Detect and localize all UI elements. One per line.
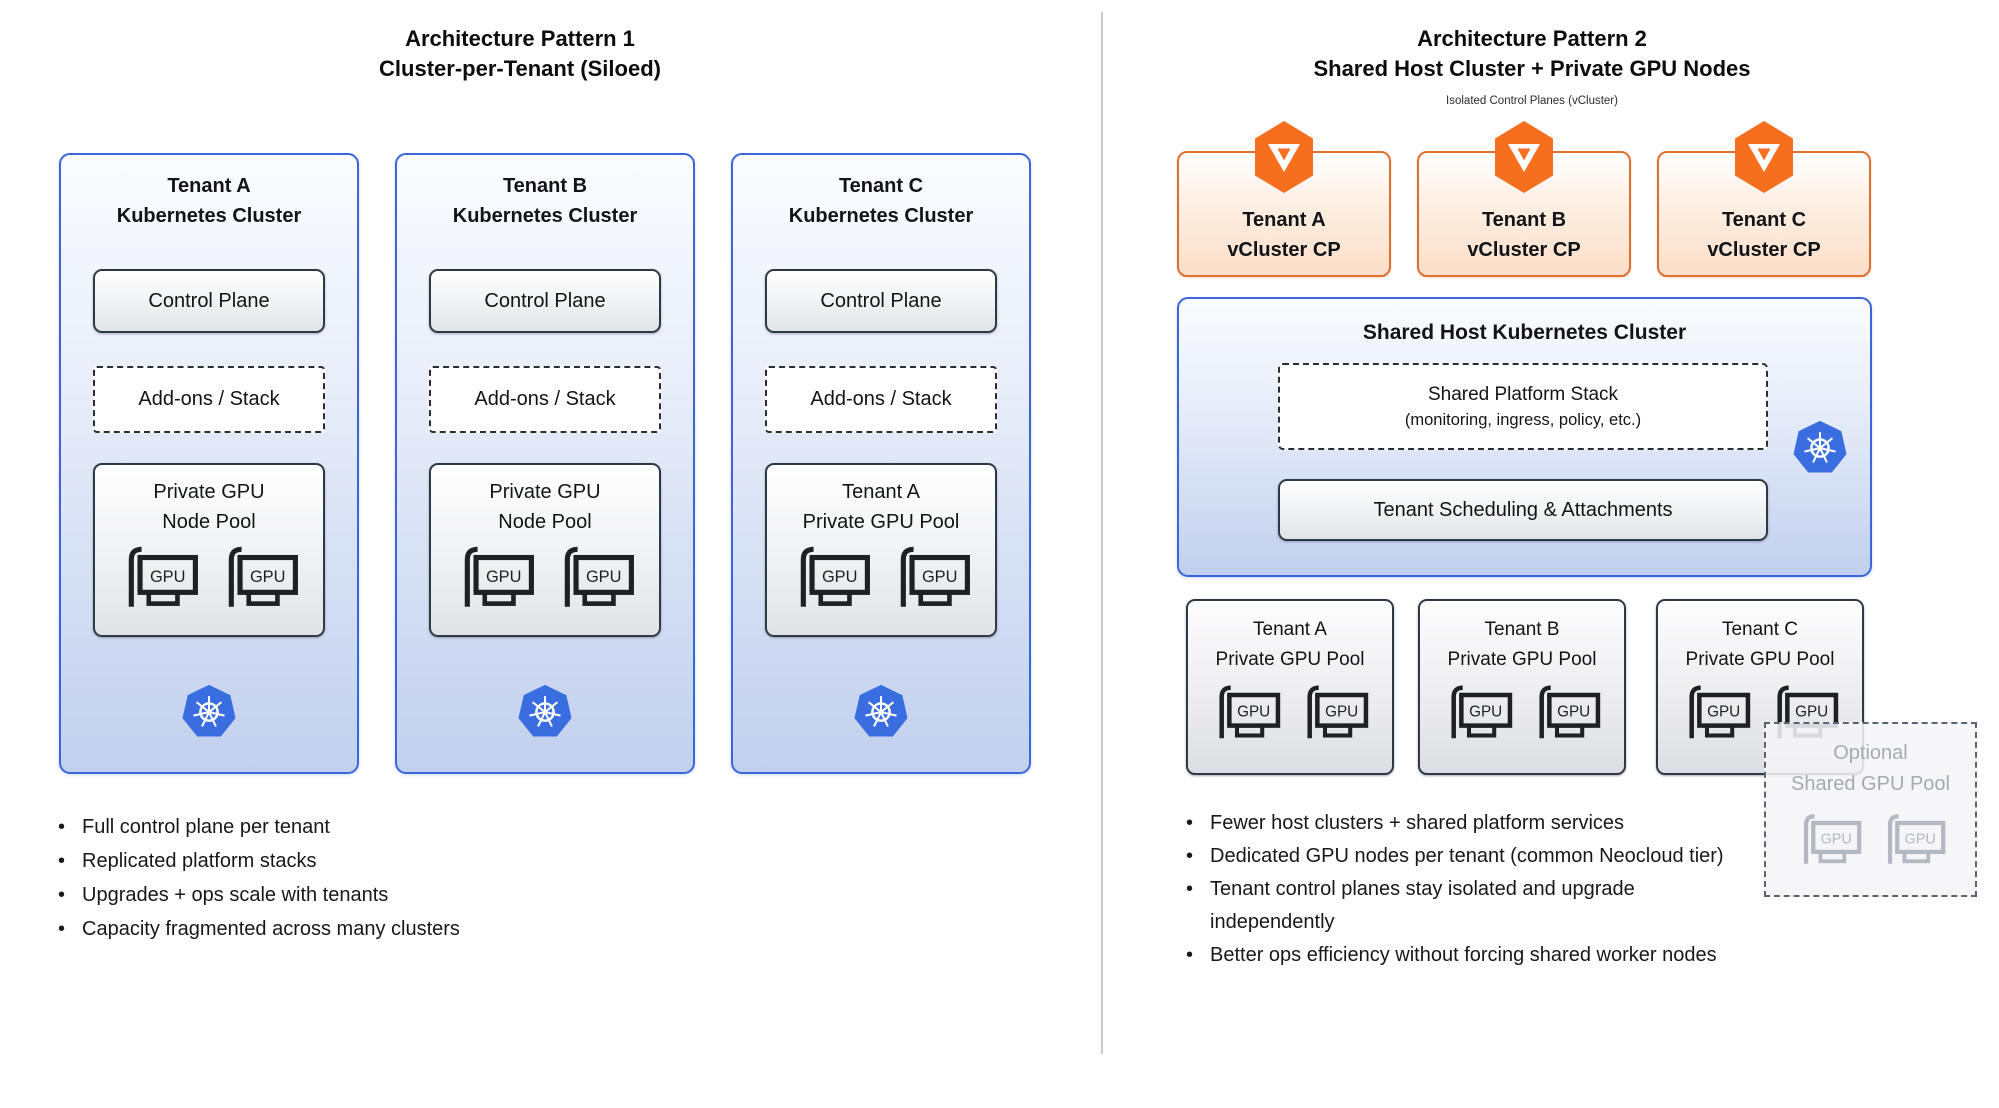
tenant-b-vcluster-box: Tenant B vCluster CP — [1417, 121, 1631, 277]
pool-title: Tenant A Private GPU Pool — [802, 481, 960, 533]
bullet-dot: • — [1186, 944, 1194, 966]
list-item: •Fewer host clusters + shared platform s… — [1186, 807, 1746, 840]
shared-platform-stack-box: Shared Platform Stack (monitoring, ingre… — [1278, 363, 1768, 450]
tenant-c-gpu-pool-box: Tenant C Private GPU Pool GPU GPU — [1656, 599, 1864, 775]
gpu-card-icon: GPU — [554, 545, 636, 611]
tenant-a-cluster-box: Tenant A Kubernetes Cluster Control Plan… — [59, 153, 359, 774]
left-title-line1: Architecture Pattern 1 — [405, 26, 635, 51]
pool-title: Private GPU Node Pool — [153, 481, 265, 533]
tenant-c-cluster-box: Tenant C Kubernetes Cluster Control Plan… — [731, 153, 1031, 774]
svg-text:GPU: GPU — [822, 568, 858, 586]
right-title-line2: Shared Host Cluster + Private GPU Nodes — [1313, 56, 1751, 81]
private-gpu-pool-box: Tenant A Private GPU Pool GPU GPU — [765, 463, 997, 637]
list-item: •Upgrades + ops scale with tenants — [58, 878, 618, 912]
list-item: •Full control plane per tenant — [58, 810, 618, 844]
list-item: •Dedicated GPU nodes per tenant (common … — [1186, 840, 1746, 873]
svg-text:GPU: GPU — [150, 568, 186, 586]
cluster-title: Tenant A Kubernetes Cluster — [116, 175, 302, 227]
control-plane-box: Control Plane — [93, 269, 325, 333]
tenant-a-vcluster-box: Tenant A vCluster CP — [1177, 121, 1391, 277]
list-item: •Replicated platform stacks — [58, 844, 618, 878]
svg-text:GPU: GPU — [586, 568, 622, 586]
kubernetes-icon — [518, 684, 572, 737]
shared-host-cluster-box: Shared Host Kubernetes Cluster Shared Pl… — [1177, 297, 1872, 577]
gpu-card-icon: GPU — [454, 545, 536, 611]
gpu-card-icon: GPU — [1530, 683, 1602, 743]
svg-text:GPU: GPU — [1469, 704, 1502, 721]
addons-stack-box: Add-ons / Stack — [93, 366, 325, 433]
vertical-divider — [1101, 12, 1103, 1054]
bullet-dot: • — [58, 850, 66, 872]
left-title-line2: Cluster-per-Tenant (Siloed) — [379, 56, 661, 81]
vcluster-icon — [1495, 121, 1553, 193]
bullet-dot: • — [1186, 845, 1194, 867]
svg-text:GPU: GPU — [1820, 831, 1851, 847]
gpu-card-icon: GPU — [118, 545, 200, 611]
optional-shared-gpu-pool-box: Optional Shared GPU Pool GPU GPU — [1764, 722, 1977, 897]
gpu-card-icon: GPU — [1680, 683, 1752, 743]
svg-text:GPU: GPU — [1707, 704, 1740, 721]
right-bullet-list: •Fewer host clusters + shared platform s… — [1186, 807, 1746, 972]
gpu-card-icon: GPU — [890, 545, 972, 611]
vcluster-icon — [1255, 121, 1313, 193]
svg-text:GPU: GPU — [1325, 704, 1358, 721]
svg-text:GPU: GPU — [1795, 704, 1828, 721]
tenant-b-gpu-pool-box: Tenant B Private GPU Pool GPU GPU — [1418, 599, 1626, 775]
addons-stack-box: Add-ons / Stack — [765, 366, 997, 433]
tenant-scheduling-box: Tenant Scheduling & Attachments — [1278, 479, 1768, 541]
left-bullet-list: •Full control plane per tenant •Replicat… — [58, 810, 618, 946]
svg-text:GPU: GPU — [486, 568, 522, 586]
right-section-title: Architecture Pattern 2 Shared Host Clust… — [1102, 24, 1962, 107]
kubernetes-icon — [182, 684, 236, 737]
svg-text:GPU: GPU — [250, 568, 286, 586]
bullet-dot: • — [1186, 812, 1194, 834]
left-section-title: Architecture Pattern 1 Cluster-per-Tenan… — [0, 24, 1040, 84]
cluster-title: Tenant C Kubernetes Cluster — [788, 175, 974, 227]
tenant-a-gpu-pool-box: Tenant A Private GPU Pool GPU GPU — [1186, 599, 1394, 775]
gpu-card-icon: GPU — [1298, 683, 1370, 743]
vcluster-icon — [1735, 121, 1793, 193]
kubernetes-icon — [1793, 420, 1847, 473]
private-gpu-node-pool-box: Private GPU Node Pool GPU GPU — [93, 463, 325, 637]
gpu-card-icon: GPU — [1768, 683, 1840, 743]
bullet-dot: • — [58, 816, 66, 838]
svg-text:GPU: GPU — [922, 568, 958, 586]
list-item: •Capacity fragmented across many cluster… — [58, 912, 618, 946]
cluster-title: Tenant B Kubernetes Cluster — [452, 175, 638, 227]
control-plane-box: Control Plane — [765, 269, 997, 333]
right-title-line1: Architecture Pattern 2 — [1417, 26, 1647, 51]
bullet-dot: • — [58, 884, 66, 906]
tenant-b-cluster-box: Tenant B Kubernetes Cluster Control Plan… — [395, 153, 695, 774]
gpu-card-icon: GPU — [1210, 683, 1282, 743]
tenant-c-vcluster-box: Tenant C vCluster CP — [1657, 121, 1871, 277]
pool-title: Private GPU Node Pool — [489, 481, 601, 533]
shared-cluster-title: Shared Host Kubernetes Cluster — [1362, 321, 1687, 344]
bullet-dot: • — [1186, 878, 1194, 900]
svg-text:GPU: GPU — [1557, 704, 1590, 721]
private-gpu-node-pool-box: Private GPU Node Pool GPU GPU — [429, 463, 661, 637]
bullet-dot: • — [58, 918, 66, 940]
kubernetes-icon — [854, 684, 908, 737]
svg-text:GPU: GPU — [1904, 831, 1935, 847]
gpu-card-icon: GPU — [1879, 812, 1947, 868]
svg-text:GPU: GPU — [1237, 704, 1270, 721]
list-item: •Tenant control planes stay isolated and… — [1186, 873, 1746, 939]
list-item: •Better ops efficiency without forcing s… — [1186, 939, 1746, 972]
addons-stack-box: Add-ons / Stack — [429, 366, 661, 433]
gpu-card-icon: GPU — [218, 545, 300, 611]
gpu-card-icon: GPU — [790, 545, 872, 611]
gpu-card-icon: GPU — [1795, 812, 1863, 868]
control-plane-box: Control Plane — [429, 269, 661, 333]
gpu-card-icon: GPU — [1442, 683, 1514, 743]
isolated-cp-label: Isolated Control Planes (vCluster) — [1446, 95, 1618, 107]
